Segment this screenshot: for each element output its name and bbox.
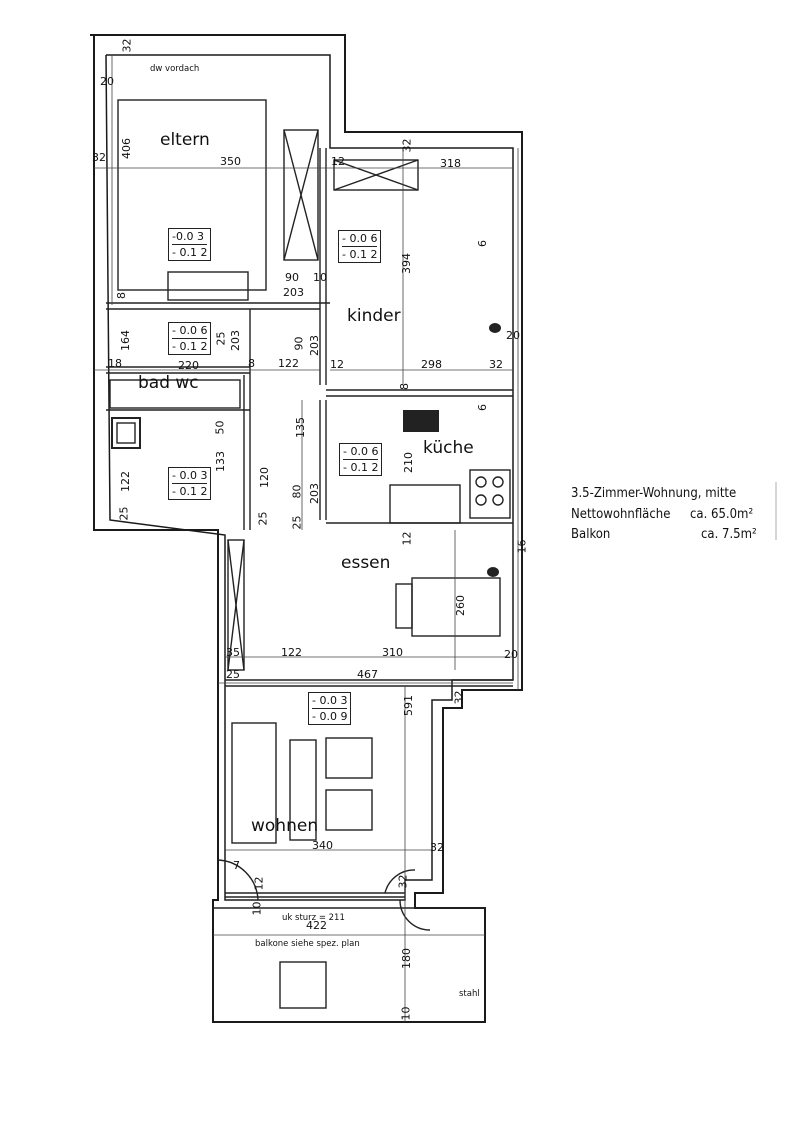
dim-label: 80 <box>290 484 304 499</box>
kitchen-table <box>389 484 461 524</box>
room-label-wohnen: wohnen <box>251 816 319 836</box>
dim-label: 25 <box>256 511 270 526</box>
note-vordach: dw vordach <box>150 64 200 74</box>
note-stahl: stahl <box>459 989 480 999</box>
dim-label: 16 <box>515 539 529 554</box>
dim-label: 406 <box>120 138 133 159</box>
dim-label: 122 <box>278 357 299 370</box>
dim-label: 220 <box>178 359 199 372</box>
level-box-kueche: - 0.0 6- 0.1 2 <box>339 443 383 476</box>
dim-label: 298 <box>421 358 442 371</box>
dim-label: 25 <box>117 506 131 521</box>
room-label-eltern: eltern <box>160 130 210 150</box>
dim-label: 591 <box>402 695 415 716</box>
dim-label: 310 <box>382 646 403 659</box>
dim-label: 203 <box>308 483 321 504</box>
balcony-value: ca. 7.5m² <box>701 527 757 542</box>
armchair-2 <box>325 789 373 831</box>
dim-label: 203 <box>229 330 242 351</box>
dim-label: 32 <box>430 841 444 854</box>
note-balkone: balkone siehe spez. plan <box>255 939 360 949</box>
dim-label: 25 <box>214 331 228 346</box>
level-box-wohnen: - 0.0 3- 0.0 9 <box>308 692 352 725</box>
dim-label: 210 <box>402 452 415 473</box>
dim-label: 35 <box>226 646 240 659</box>
level-box-flur: - 0.0 3- 0.1 2 <box>168 467 212 500</box>
dim-label: 394 <box>400 253 413 274</box>
dim-label: 7 <box>233 859 240 872</box>
dim-label: 6 <box>476 404 489 411</box>
balcony-table <box>279 961 327 1009</box>
dim-label: 8 <box>115 292 128 299</box>
dim-label: 122 <box>281 646 302 659</box>
dim-label: 12 <box>331 155 345 168</box>
dim-label: 340 <box>312 839 333 852</box>
level-box-wc: - 0.0 6- 0.1 2 <box>168 322 212 355</box>
bed-eltern <box>117 99 267 291</box>
balcony-label: Balkon <box>571 527 611 542</box>
dim-label: 12 <box>252 876 266 891</box>
dim-label: 20 <box>100 75 114 88</box>
area-label: Nettowohnfläche <box>571 507 671 522</box>
armchair-1 <box>325 737 373 779</box>
dim-label: 20 <box>504 648 518 661</box>
dim-label: 164 <box>119 330 132 351</box>
dim-label: 32 <box>396 874 410 889</box>
sofa <box>231 722 277 844</box>
dim-label: 90 <box>285 271 299 284</box>
dim-label: 120 <box>258 467 271 488</box>
dim-label: 50 <box>213 420 227 435</box>
note-sturz: uk sturz = 211 <box>282 913 345 923</box>
dim-label: 32 <box>489 358 503 371</box>
dim-label: 350 <box>220 155 241 168</box>
dim-label: 25 <box>290 515 304 530</box>
room-label-essen: essen <box>341 553 391 573</box>
dim-label: 32 <box>452 690 466 705</box>
dim-label: 32 <box>400 138 414 153</box>
stove <box>469 469 511 519</box>
dim-label: 8 <box>398 383 411 390</box>
bathtub <box>109 379 241 409</box>
level-box-kinder: - 0.0 6- 0.1 2 <box>338 230 382 263</box>
dim-label: 318 <box>440 157 461 170</box>
dim-label: 18 <box>108 357 122 370</box>
outer-wall <box>90 34 523 1023</box>
dim-label: 20 <box>506 329 520 342</box>
dim-label: 467 <box>357 668 378 681</box>
dim-label: 422 <box>306 919 327 932</box>
dim-label: 203 <box>283 286 304 299</box>
dim-label: 10 <box>250 901 264 916</box>
dim-label: 12 <box>330 358 344 371</box>
dim-label: 6 <box>476 240 489 247</box>
room-label-kinder: kinder <box>347 306 401 326</box>
dim-label: 180 <box>400 948 413 969</box>
dim-label: 25 <box>226 668 240 681</box>
dim-label: 32 <box>120 38 134 53</box>
apartment-title: 3.5-Zimmer-Wohnung, mitte <box>571 486 737 501</box>
dim-label: 8 <box>248 357 255 370</box>
room-label-bad: bad wc <box>138 373 199 393</box>
dim-label: 133 <box>214 451 227 472</box>
dim-label: 32 <box>92 151 106 164</box>
level-box-eltern: -0.0 3- 0.1 2 <box>168 228 212 261</box>
dim-label: 260 <box>454 595 467 616</box>
dim-label: 90 <box>292 336 306 351</box>
dim-label: 135 <box>294 417 307 438</box>
dim-label: 12 <box>400 531 414 546</box>
dim-label: 10 <box>399 1006 413 1021</box>
area-value: ca. 65.0m² <box>690 507 754 522</box>
dim-label: 10 <box>313 271 327 284</box>
room-label-kueche: küche <box>423 438 474 458</box>
dim-label: 122 <box>119 471 132 492</box>
dim-label: 203 <box>308 335 321 356</box>
